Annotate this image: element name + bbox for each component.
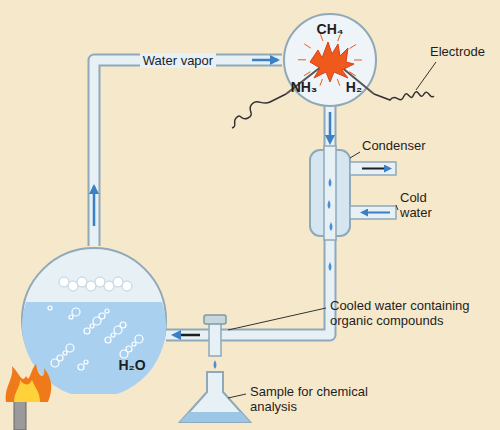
flask-outline bbox=[20, 246, 168, 394]
boiling-flask: H₂O bbox=[20, 246, 168, 394]
vapor-tube bbox=[94, 60, 282, 246]
chemical-formula: NH₃ bbox=[291, 80, 318, 95]
chemical-formula: H₂ bbox=[346, 80, 362, 95]
chemical-formula: CH₄ bbox=[317, 22, 344, 37]
spark-chamber: CH₄ NH₃ H₂ bbox=[282, 12, 378, 108]
sample-tube-label: Cooled water containing organic compound… bbox=[330, 298, 470, 328]
cold-water-label: Cold water bbox=[400, 190, 446, 220]
sample-flask-label: Sample for chemical analysis bbox=[250, 384, 380, 414]
condenser-label: Condenser bbox=[362, 138, 442, 153]
tube-label: Water vapor bbox=[140, 53, 216, 68]
chemical-formula: H₂O bbox=[118, 358, 145, 373]
electrode-label: Electrode bbox=[430, 44, 494, 59]
